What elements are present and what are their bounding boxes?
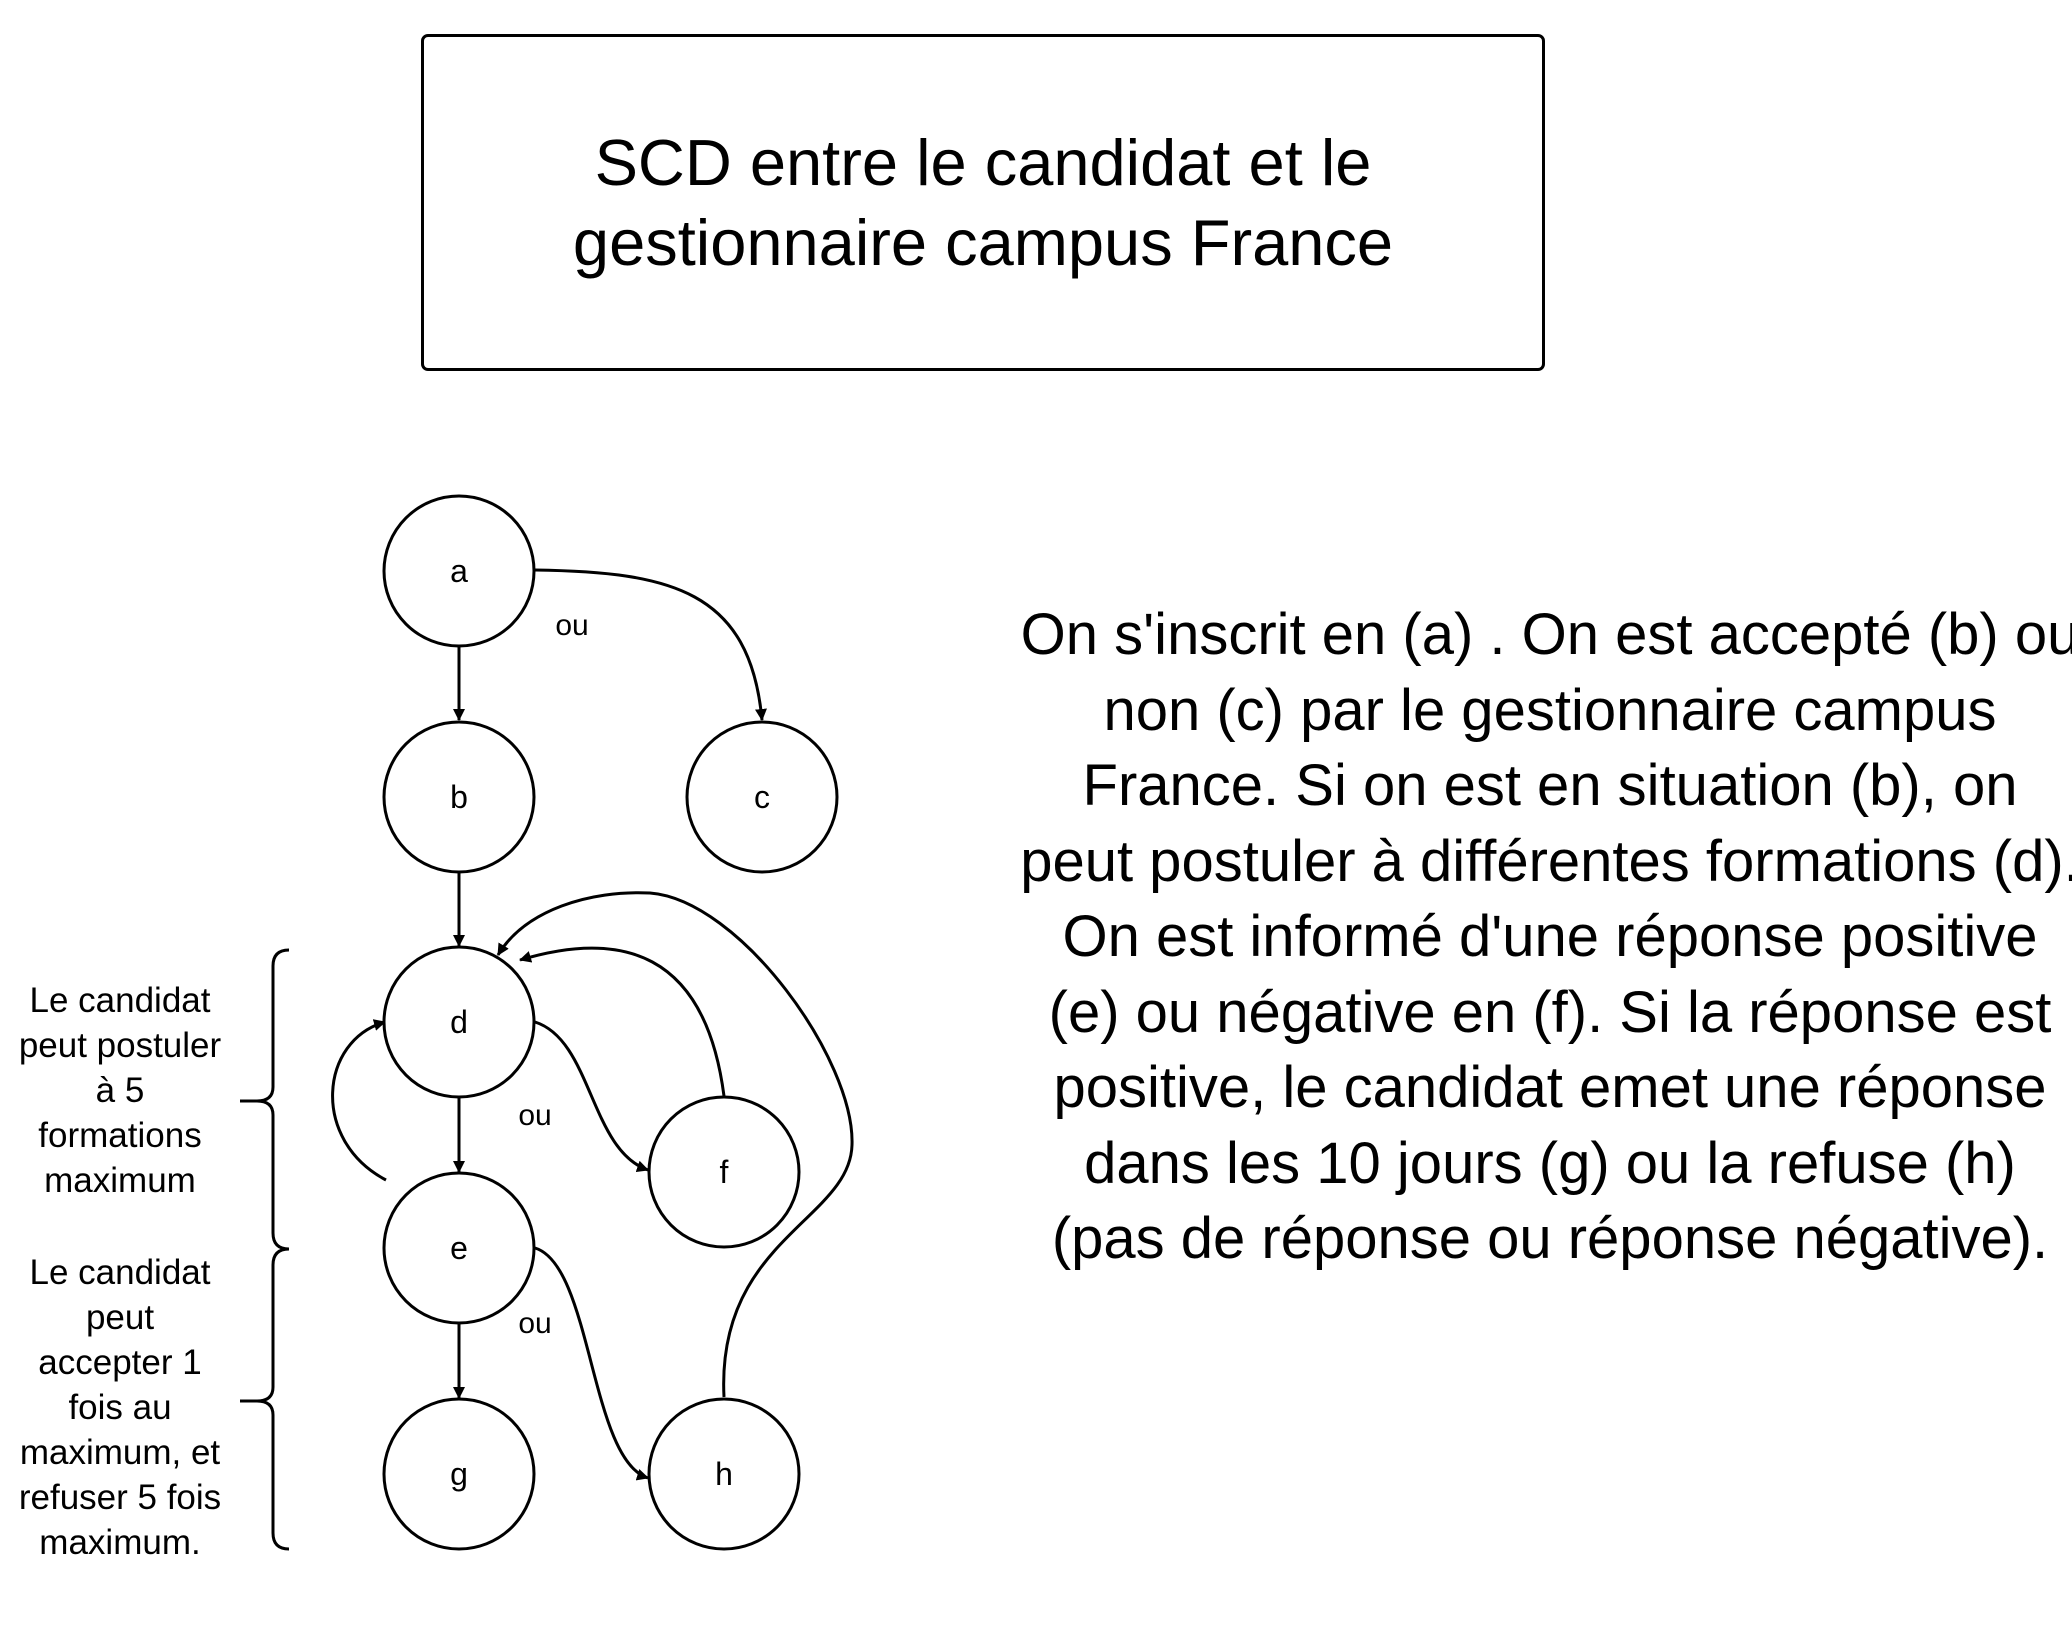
edges [331, 568, 854, 1481]
edge-h-d [496, 891, 854, 1398]
node-label-d: d [450, 1004, 468, 1040]
node-label-h: h [715, 1456, 733, 1492]
edge-f-d [519, 946, 726, 1097]
node-a [382, 494, 536, 648]
node-c [685, 720, 839, 874]
diagram-title: SCD entre le candidat et le gestionnaire… [572, 125, 1394, 279]
braces [240, 948, 290, 1551]
node-b [382, 720, 536, 874]
side-note-accepter: Le candidat peut accepter 1 fois au maxi… [18, 1253, 222, 1562]
edge-label-e-branch: ou [518, 1307, 551, 1340]
node-label-c: c [754, 779, 770, 815]
node-label-e: e [450, 1230, 468, 1266]
node-labels: a b c d e f g h [450, 553, 770, 1492]
brace-1 [240, 948, 290, 1251]
edge-d-f [534, 1020, 649, 1173]
edge-e-h [534, 1246, 649, 1481]
node-label-f: f [720, 1154, 729, 1190]
node-f [647, 1095, 801, 1249]
edge-label-a-branch: ou [555, 609, 588, 642]
edge-label-d-branch: ou [518, 1099, 551, 1132]
node-e [382, 1171, 536, 1325]
side-note-postuler: Le candidat peut postuler à 5 formations… [18, 981, 222, 1200]
edge-labels: ou ou ou [518, 609, 588, 1340]
node-label-g: g [450, 1456, 468, 1492]
node-d [382, 945, 536, 1099]
edge-e-d [331, 1019, 387, 1182]
title-box: SCD entre le candidat et le gestionnaire… [421, 34, 1545, 371]
edge-a-c [534, 568, 767, 721]
node-g [382, 1397, 536, 1551]
node-label-b: b [450, 779, 468, 815]
description-text: On s'inscrit en (a) . On est accepté (b)… [1020, 602, 2072, 1271]
brace-2 [240, 1247, 290, 1551]
nodes [382, 494, 839, 1551]
node-h [647, 1397, 801, 1551]
node-label-a: a [450, 553, 468, 589]
